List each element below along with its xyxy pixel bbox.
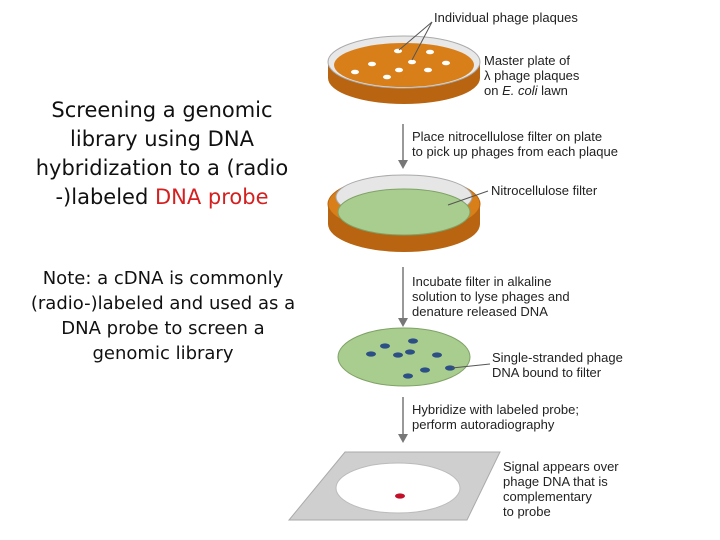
title-text: Screening a genomic library using DNA hy… [35, 98, 289, 209]
plate-with-filter [327, 174, 489, 252]
label-master-line-2: λ phage plaques [484, 68, 580, 83]
filter-with-dna [337, 327, 491, 387]
label-step-3-line-1: Hybridize with labeled probe; [412, 402, 579, 417]
arrow-step-3 [398, 397, 408, 443]
label-step-2-line-3: denature released DNA [412, 304, 548, 319]
label-signal-line-3: complementary [503, 489, 592, 504]
autoradiograph [287, 451, 501, 521]
label-master-line-1: Master plate of [484, 53, 570, 68]
dna-spots [366, 338, 455, 379]
label-individual-plaques: Individual phage plaques [434, 10, 578, 25]
label-nitrocellulose-filter: Nitrocellulose filter [491, 183, 598, 198]
label-signal-line-4: to probe [503, 504, 551, 519]
title-highlight: DNA probe [154, 185, 269, 209]
label-step-1-line-2: to pick up phages from each plaque [412, 144, 618, 159]
label-ssdna-line-1: Single-stranded phage [492, 350, 623, 365]
label-master-line-3: on E. coli lawn [484, 83, 568, 98]
label-signal-line-2: phage DNA that is [503, 474, 608, 489]
arrow-step-2 [398, 267, 408, 327]
slide-title: Screening a genomic library using DNA hy… [18, 96, 306, 212]
arrow-step-1 [398, 124, 408, 169]
label-signal-line-1: Signal appears over [503, 459, 619, 474]
label-ssdna-line-2: DNA bound to filter [492, 365, 602, 380]
label-step-2-line-2: solution to lyse phages and [412, 289, 570, 304]
slide-note: Note: a cDNA is commonly (radio-)labeled… [30, 268, 296, 364]
label-step-3-line-2: perform autoradiography [412, 417, 555, 432]
phage-plaques [351, 48, 450, 80]
label-step-2-line-1: Incubate filter in alkaline [412, 274, 551, 289]
signal-spot [395, 493, 405, 499]
label-step-1-line-1: Place nitrocellulose filter on plate [412, 129, 602, 144]
master-plate [327, 21, 481, 104]
